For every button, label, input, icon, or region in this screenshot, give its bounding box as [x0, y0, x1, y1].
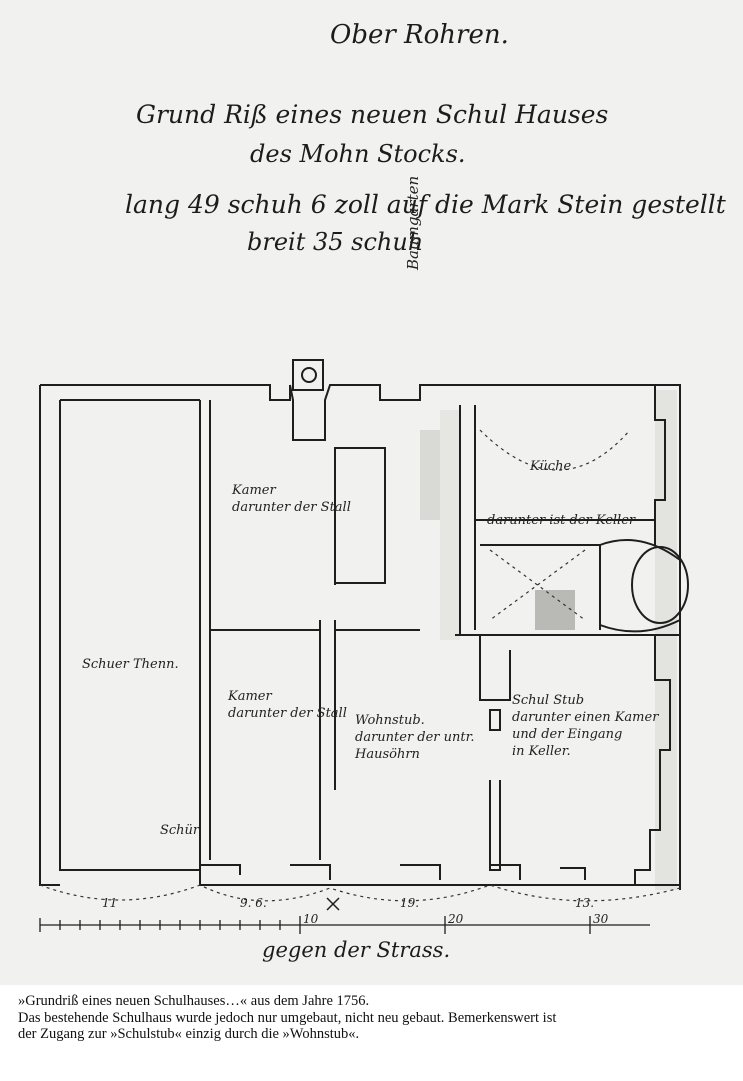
road-label: gegen der Strass. — [262, 938, 451, 962]
cellar-shading — [535, 590, 575, 630]
scale-tick-20: 20 — [448, 912, 464, 926]
chimney — [292, 359, 324, 391]
wohnstub-east-wall — [489, 780, 501, 871]
caption-line-1: »Grundriß eines neuen Schulhauses…« aus … — [18, 993, 370, 1009]
scale-tick-10: 10 — [303, 912, 319, 926]
scale-bar — [39, 916, 650, 934]
caption-line-3: der Zugang zur »Schulstub« einzig durch … — [18, 1026, 360, 1042]
dimension-left: 11 — [102, 896, 118, 910]
west-wall-inner — [59, 400, 200, 871]
plan-heading-line2: des Mohn Stocks. — [250, 140, 466, 168]
north-wall-left — [40, 384, 291, 401]
south-windows — [200, 864, 586, 880]
plan-title: Ober Rohren. — [330, 20, 509, 50]
oven-round — [631, 546, 689, 624]
caption-line-2: Das bestehende Schulhaus wurde jedoch nu… — [18, 1009, 557, 1026]
room-keller-note: darunter ist der Keller — [487, 513, 636, 528]
scale-tick-30: 30 — [593, 912, 609, 926]
plan-heading-line1: Grund Riß eines neuen Schul Hauses — [136, 100, 609, 129]
chimney-flue — [301, 367, 317, 383]
garden-label: Baumgarten — [404, 175, 422, 270]
entry-pier — [479, 635, 511, 701]
north-east-walls — [289, 384, 681, 890]
plan-heading-line4: breit 35 schuh — [247, 228, 424, 256]
staircase — [334, 447, 386, 584]
oven — [599, 539, 681, 633]
cellar-diagonals — [489, 549, 586, 621]
dimension-right: 13. — [575, 896, 595, 910]
floor-plan-plate: Ober Rohren. Grund Riß eines neuen Schul… — [0, 0, 743, 985]
figure-caption: »Grundriß eines neuen Schulhauses…« aus … — [18, 993, 733, 1043]
hall-shading — [440, 410, 460, 640]
room-scheuer: Schuer Thenn. — [82, 657, 179, 672]
room-wohnstub: Wohnstub. darunter der untr. Hausöhrn — [355, 713, 475, 762]
dimension-right-mid: 19. — [400, 896, 420, 910]
plan-heading-line3: lang 49 schuh 6 zoll auf die Mark Stein … — [125, 190, 726, 219]
floor-plan-drawing — [39, 359, 689, 934]
survey-cross — [326, 897, 340, 911]
east-wall-steps — [634, 385, 671, 885]
west-wall — [39, 385, 60, 886]
room-kammer-top: Kamer darunter der Stall — [232, 483, 351, 515]
door-post — [489, 709, 501, 731]
dimension-arcs — [39, 884, 681, 902]
room-kuche: Küche — [530, 459, 572, 474]
room-schulstub: Schul Stub darunter einen Kamer und der … — [512, 693, 659, 759]
room-schur: Schür — [160, 823, 200, 838]
dimension-mid: 9. 6. — [240, 896, 267, 910]
room-kammer-mid: Kamer darunter der Stall — [228, 689, 347, 721]
